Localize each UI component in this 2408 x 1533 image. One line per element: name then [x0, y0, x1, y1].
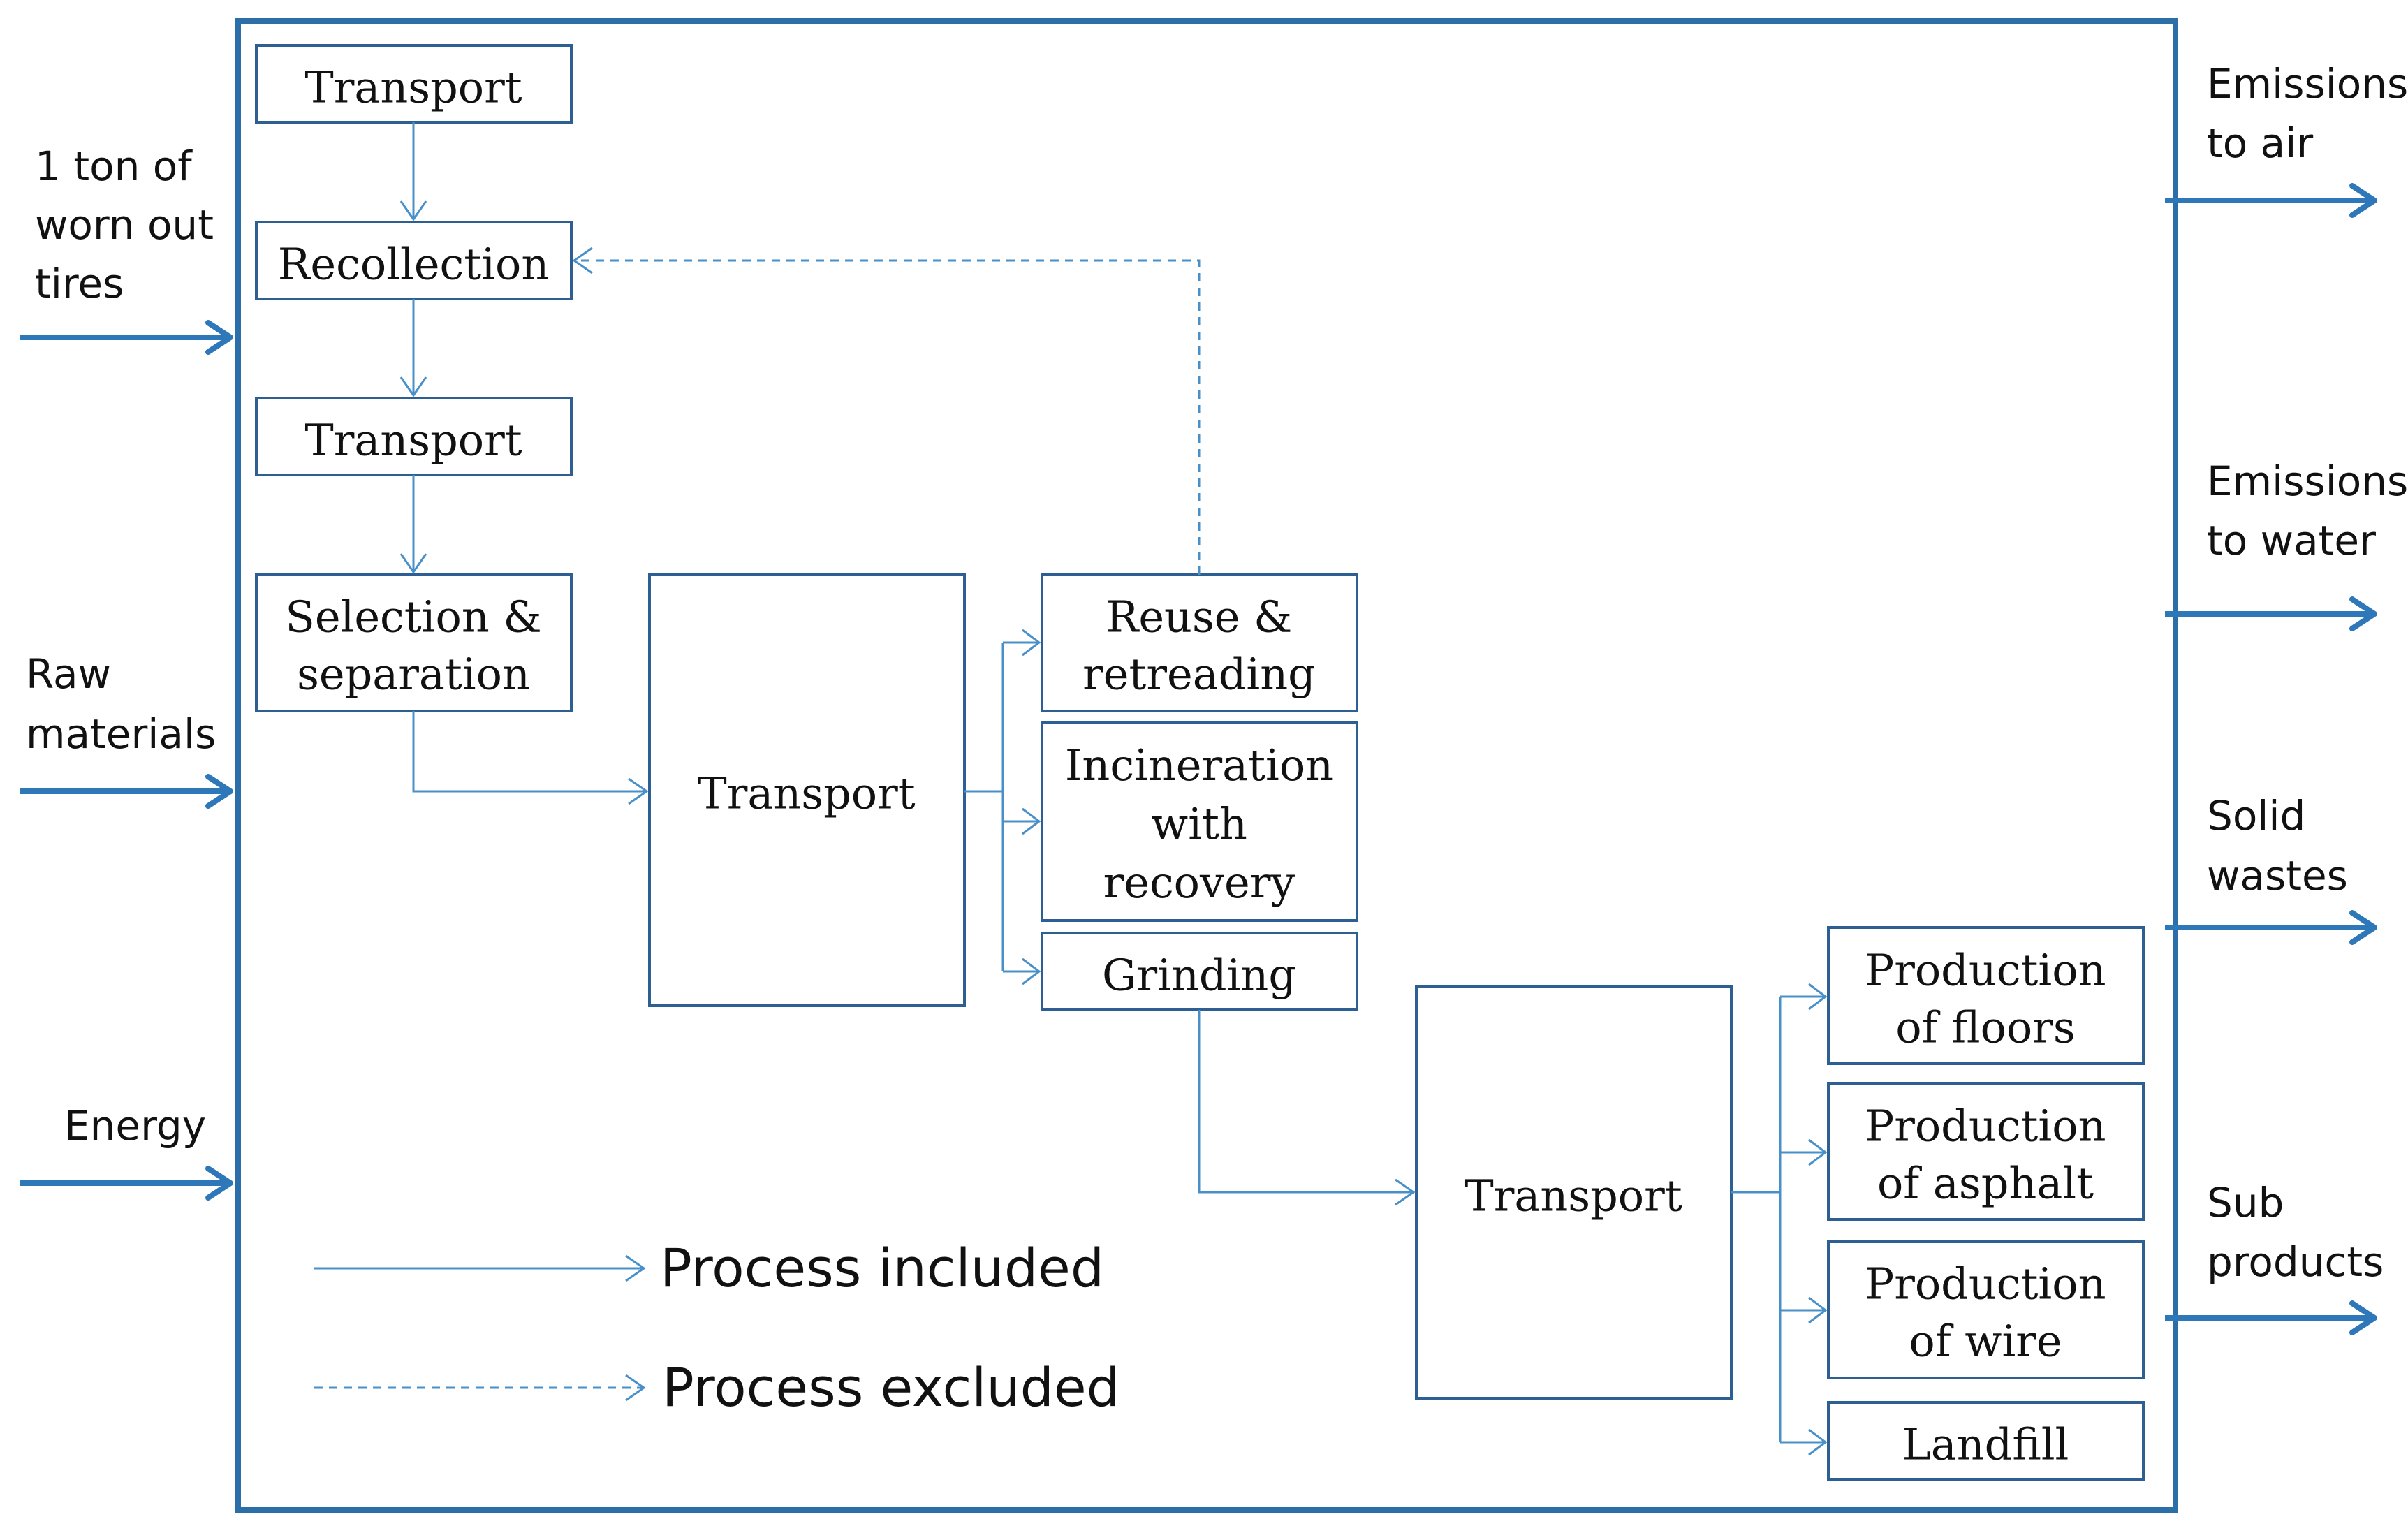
process-production-wire: Production of wire [1827, 1240, 2145, 1379]
input-tires-label-line: 1 ton of [35, 142, 193, 190]
process-transport-4-label-line: Transport [1464, 1171, 1682, 1222]
process-production-asphalt-label-line: of asphalt [1877, 1158, 2094, 1209]
system-boundary [235, 18, 2178, 1513]
output-solid-wastes: Solid wastes [2165, 792, 2377, 945]
input-energy-label-line: Energy [64, 1102, 206, 1150]
process-transport-2: Transport [255, 397, 573, 476]
output-emissions-water-label-line: to water [2207, 517, 2376, 564]
flow-selection-transport3 [412, 711, 649, 805]
process-transport-2-label-line: Transport [304, 415, 522, 466]
output-sub-products-label: Sub products [2207, 1179, 2384, 1286]
process-recollection: Recollection [255, 221, 573, 300]
input-tires: 1 ton of worn out tires [20, 142, 233, 355]
process-grinding-label: Grinding [1102, 950, 1296, 1001]
process-transport-1-label-line: Transport [304, 62, 522, 113]
input-tires-label-line: tires [35, 260, 124, 307]
process-production-wire-label: Production of wire [1865, 1259, 2106, 1367]
process-reuse-retreading-label: Reuse & retreading [1082, 592, 1316, 700]
process-selection-separation-label: Selection & separation [285, 592, 541, 700]
process-incineration-recovery-label-line: with [1151, 798, 1247, 849]
output-emissions-water-label: Emissions to water [2207, 457, 2408, 564]
input-raw-materials-label-line: Raw [26, 650, 111, 698]
process-transport-3-label-line: Transport [698, 768, 915, 819]
process-recollection-label-line: Recollection [278, 239, 550, 290]
input-energy-label: Energy [64, 1102, 206, 1150]
process-landfill-label-line: Landfill [1902, 1419, 2069, 1470]
process-transport-1-label: Transport [304, 62, 522, 113]
process-transport-3: Transport [648, 573, 966, 1007]
process-incineration-recovery-label-line: Incineration [1065, 740, 1333, 791]
process-recollection-label: Recollection [278, 239, 550, 290]
process-transport-4: Transport [1415, 985, 1733, 1400]
process-production-floors-label-line: of floors [1895, 1002, 2075, 1053]
process-reuse-retreading: Reuse & retreading [1041, 573, 1358, 712]
legend-excluded-label: Process excluded [662, 1356, 1120, 1418]
legend: Process included Process excluded [314, 1237, 1120, 1418]
output-emissions-air-label-line: to air [2207, 119, 2313, 167]
legend-excluded: Process excluded [314, 1356, 1120, 1418]
output-sub-products-label-line: products [2207, 1238, 2384, 1286]
process-production-asphalt-label: Production of asphalt [1865, 1101, 2106, 1209]
process-grinding: Grinding [1041, 932, 1358, 1011]
process-production-asphalt-label-line: Production [1865, 1101, 2106, 1152]
input-raw-materials-label: Raw materials [26, 650, 216, 758]
flow-transport1-recollection [399, 122, 427, 221]
flow-recollection-transport2 [399, 299, 427, 397]
output-emissions-water: Emissions to water [2165, 457, 2408, 631]
output-emissions-air: Emissions to air [2165, 60, 2408, 218]
process-production-floors: Production of floors [1827, 926, 2145, 1065]
process-landfill-label: Landfill [1902, 1419, 2069, 1470]
flow-grinding-transport4 [1198, 1010, 1416, 1206]
process-transport-2-label: Transport [304, 415, 522, 466]
flow-transport3-branches [964, 629, 1041, 985]
process-selection-separation-label-line: Selection & [285, 592, 541, 643]
input-raw-materials: Raw materials [20, 650, 233, 809]
process-incineration-recovery-label-line: recovery [1103, 857, 1295, 908]
input-energy: Energy [20, 1102, 233, 1201]
input-raw-materials-label-line: materials [26, 710, 216, 758]
input-tires-label: 1 ton of worn out tires [35, 142, 214, 307]
flow-transport4-branches [1731, 983, 1828, 1456]
process-production-asphalt: Production of asphalt [1827, 1082, 2145, 1221]
process-incineration-recovery: Incineration with recovery [1041, 721, 1358, 922]
process-selection-separation-label-line: separation [297, 649, 530, 700]
legend-included: Process included [314, 1237, 1104, 1299]
output-sub-products-label-line: Sub [2207, 1179, 2284, 1226]
process-production-floors-label: Production of floors [1865, 945, 2106, 1053]
output-emissions-water-label-line: Emissions [2207, 457, 2408, 505]
process-transport-1: Transport [255, 44, 573, 124]
process-landfill: Landfill [1827, 1401, 2145, 1481]
process-transport-4-label: Transport [1464, 1171, 1682, 1222]
output-emissions-air-label-line: Emissions [2207, 60, 2408, 108]
output-solid-wastes-label-line: wastes [2207, 852, 2348, 900]
input-tires-label-line: worn out [35, 201, 214, 249]
output-emissions-air-label: Emissions to air [2207, 60, 2408, 167]
process-production-floors-label-line: Production [1865, 945, 2106, 996]
flow-excluded-reuse-recollection [572, 247, 1201, 575]
process-reuse-retreading-label-line: retreading [1082, 649, 1316, 700]
process-reuse-retreading-label-line: Reuse & [1106, 592, 1293, 643]
process-grinding-label-line: Grinding [1102, 950, 1296, 1001]
process-selection-separation: Selection & separation [255, 573, 573, 712]
process-transport-3-label: Transport [698, 768, 915, 819]
legend-included-label: Process included [660, 1237, 1104, 1299]
process-production-wire-label-line: Production [1865, 1259, 2106, 1310]
flow-transport2-selection [399, 475, 427, 574]
output-sub-products: Sub products [2165, 1179, 2384, 1335]
output-solid-wastes-label-line: Solid [2207, 792, 2305, 839]
process-production-wire-label-line: of wire [1909, 1316, 2062, 1367]
output-solid-wastes-label: Solid wastes [2207, 792, 2348, 900]
process-incineration-recovery-label: Incineration with recovery [1065, 740, 1333, 908]
